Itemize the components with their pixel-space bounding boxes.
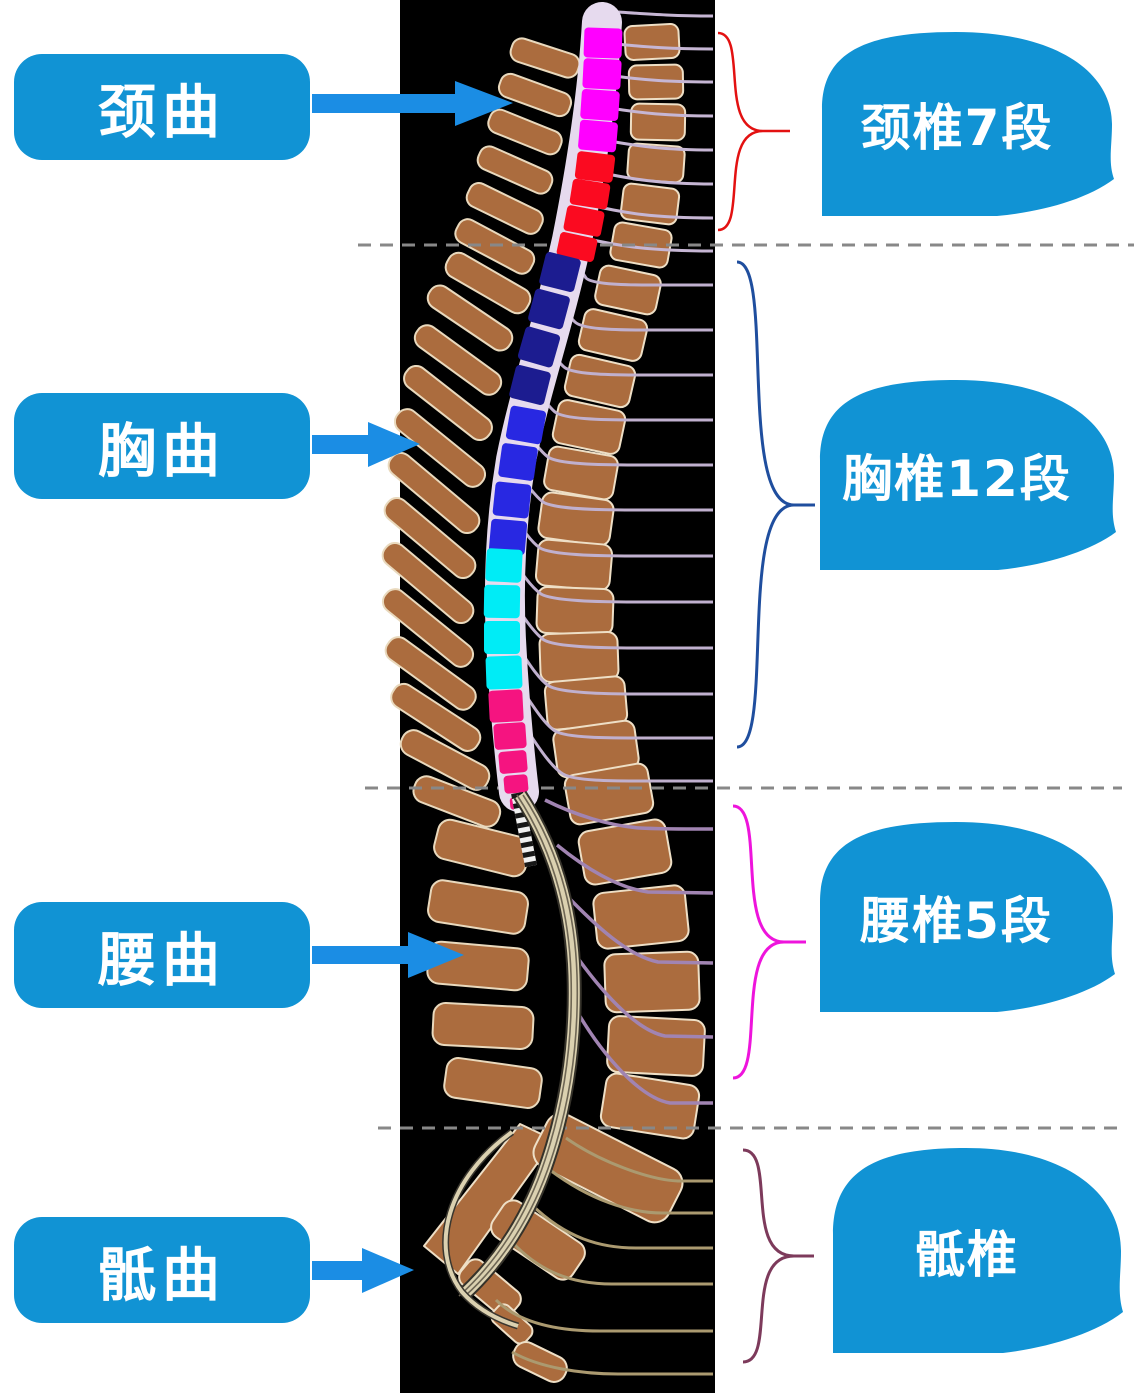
brace-sacral (742, 1148, 814, 1364)
spinal-cord-segments (483, 27, 623, 810)
arrow-sacral (312, 1248, 414, 1293)
callout-sacral-curve-label: 骶曲 (97, 1241, 226, 1309)
brace-lumbar (732, 804, 806, 1080)
arrow-cervical (312, 81, 513, 126)
nerve-lines-lumbar (544, 798, 714, 1105)
callout-blobs (820, 32, 1123, 1353)
cord-thoracic-mid (488, 405, 547, 556)
blob-sacral (833, 1148, 1123, 1353)
cord-cervical-upper (578, 27, 623, 153)
cord-cervical-lower (556, 151, 616, 262)
blob-sacral-label: 骶椎 (915, 1225, 1019, 1284)
callout-lumbar-curve-label: 腰曲 (97, 926, 226, 994)
blob-cervical-label: 颈椎7段 (860, 99, 1054, 157)
arrow-thoracic (312, 422, 420, 467)
cauda-equina (442, 790, 582, 1330)
blob-lumbar-label: 腰椎5段 (860, 892, 1053, 950)
spinous-processes (381, 37, 581, 1109)
cord-lumbar-conus (488, 689, 529, 810)
vertebral-bodies (534, 23, 706, 1140)
callout-lumbar-curve: 腰曲 (14, 902, 310, 1008)
callout-cervical-curve: 颈曲 (14, 54, 310, 160)
cord-thoracic-lower (483, 548, 523, 690)
nerve-lines-sacral (494, 1136, 713, 1376)
brace-cervical (717, 31, 790, 232)
callout-thoracic-curve: 胸曲 (14, 393, 310, 499)
cord-thoracic-upper (509, 251, 581, 406)
blob-lumbar (820, 822, 1115, 1012)
blob-thoracic (820, 380, 1116, 570)
blob-thoracic-label: 胸椎12段 (842, 450, 1072, 508)
callout-arrows (312, 81, 513, 1293)
callout-cervical-curve-label: 颈曲 (97, 78, 226, 146)
blob-cervical (822, 32, 1114, 216)
callout-sacral-curve: 骶曲 (14, 1217, 310, 1323)
callout-thoracic-curve-label: 胸曲 (97, 417, 226, 485)
brace-thoracic (736, 260, 815, 749)
region-divider-lines (358, 243, 1134, 1130)
nerve-lines-cervical (583, 10, 714, 253)
arrow-lumbar (312, 932, 464, 978)
